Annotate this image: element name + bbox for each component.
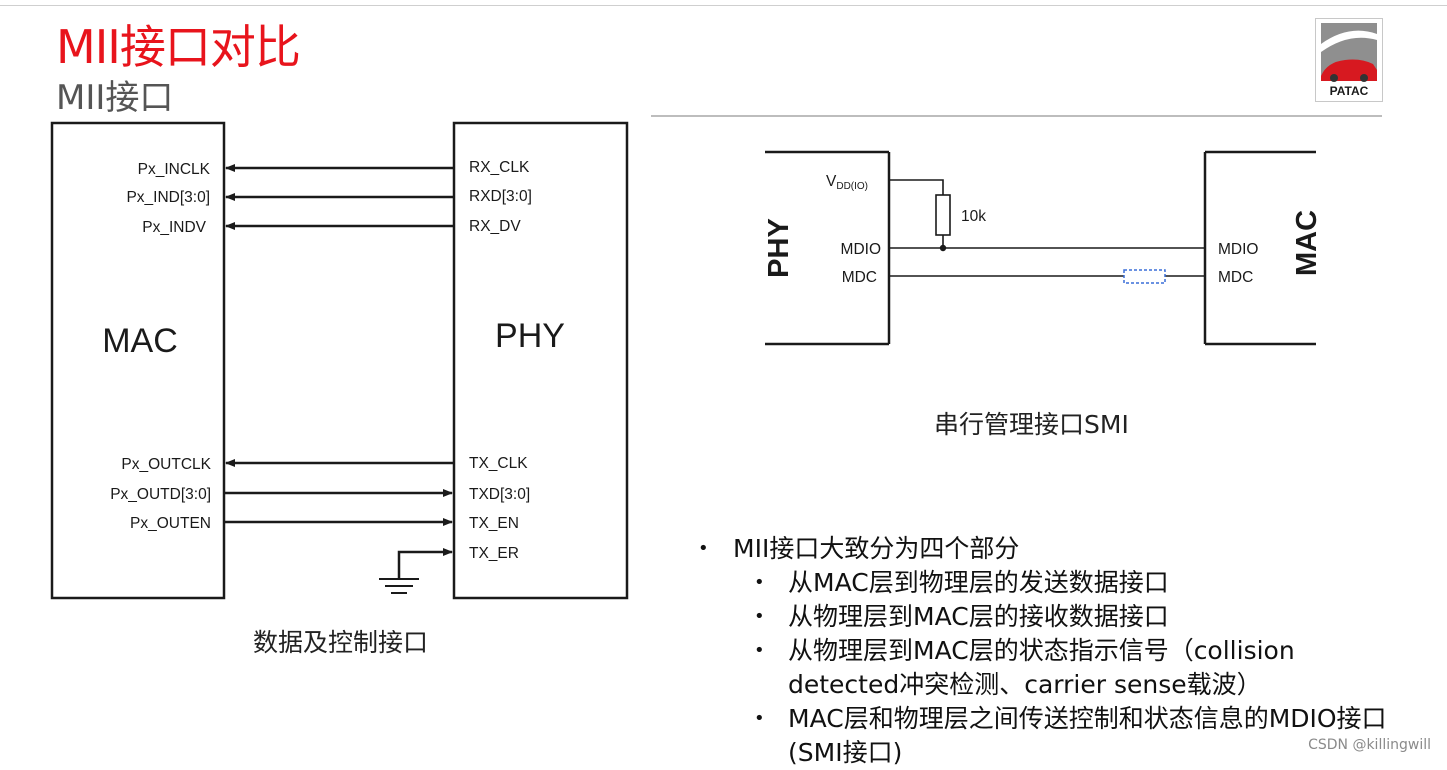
phy-signal-label: RX_DV: [469, 218, 521, 235]
left-caption: 数据及控制接口: [253, 628, 429, 657]
phy-mdc-label: MDC: [842, 269, 877, 286]
mac-mdio-label: MDIO: [1218, 241, 1258, 258]
phy-signal-label: TX_CLK: [469, 455, 528, 472]
phy-block-label: PHY: [495, 317, 565, 355]
patac-logo: PATAC: [1315, 18, 1383, 102]
pullup-resistor: [935, 194, 951, 236]
phy-mdio-label: MDIO: [841, 241, 881, 258]
top-rule: [0, 5, 1447, 6]
phy-signal-label: TX_ER: [469, 545, 519, 562]
phy-signal-label: TX_EN: [469, 515, 519, 532]
csdn-watermark: CSDN @killingwill: [1308, 737, 1431, 753]
bullet-dot: •: [754, 606, 765, 627]
bullet-item: • 从物理层到MAC层的接收数据接口: [698, 600, 1418, 634]
mac-signal-label: Px_IND[3:0]: [126, 189, 210, 206]
smi-phy-label: PHY: [763, 218, 795, 278]
series-resistor-box: [1123, 269, 1166, 284]
bullet-item: • MAC层和物理层之间传送控制和状态信息的MDIO接口(SMI接口): [698, 702, 1418, 770]
header-rule: [651, 115, 1382, 117]
junction-dot: [939, 244, 947, 252]
slide-subtitle: MII接口: [56, 78, 174, 118]
mac-signal-label: Px_OUTCLK: [121, 456, 211, 473]
bullet-main-text: MII接口大致分为四个部分: [733, 534, 1020, 563]
bullet-dot: •: [698, 538, 709, 559]
bullet-item-text: 从物理层到MAC层的状态指示信号（collision detected冲突检测、…: [788, 636, 1295, 699]
bullet-item-text: MAC层和物理层之间传送控制和状态信息的MDIO接口(SMI接口): [788, 704, 1387, 767]
mac-block-label: MAC: [102, 322, 178, 360]
logo-text: PATAC: [1330, 84, 1369, 98]
smi-mac-label: MAC: [1291, 210, 1323, 276]
mac-signal-label: Px_INDV: [142, 219, 206, 236]
bullet-item: • 从物理层到MAC层的状态指示信号（collision detected冲突检…: [698, 634, 1418, 702]
mac-signal-label: Px_OUTD[3:0]: [110, 486, 211, 503]
vdd-label: VDD(IO): [826, 173, 868, 192]
bullet-main: • MII接口大致分为四个部分: [698, 532, 1418, 566]
phy-signal-label: TXD[3:0]: [469, 486, 530, 503]
bullet-dot: •: [754, 708, 765, 729]
bullet-item-text: 从MAC层到物理层的发送数据接口: [788, 568, 1169, 597]
right-caption: 串行管理接口SMI: [934, 410, 1129, 439]
vdd-wire: [889, 179, 944, 195]
bullet-dot: •: [754, 640, 765, 661]
bullet-list: • MII接口大致分为四个部分 • 从MAC层到物理层的发送数据接口 • 从物理…: [698, 532, 1418, 770]
mac-mdc-label: MDC: [1218, 269, 1253, 286]
ground-icon: [379, 578, 419, 594]
mac-signal-label: Px_INCLK: [138, 161, 211, 178]
mac-signal-label: Px_OUTEN: [130, 515, 211, 532]
bullet-item: • 从MAC层到物理层的发送数据接口: [698, 566, 1418, 600]
phy-signal-label: RXD[3:0]: [469, 188, 532, 205]
phy-block: [452, 121, 629, 600]
mac-block: [50, 121, 226, 600]
bullet-item-text: 从物理层到MAC层的接收数据接口: [788, 602, 1169, 631]
bullet-dot: •: [754, 572, 765, 593]
slide-title: MII接口对比: [56, 20, 301, 74]
signal-arrow: [397, 548, 453, 578]
phy-signal-label: RX_CLK: [469, 159, 530, 176]
resistor-value: 10k: [961, 208, 986, 225]
